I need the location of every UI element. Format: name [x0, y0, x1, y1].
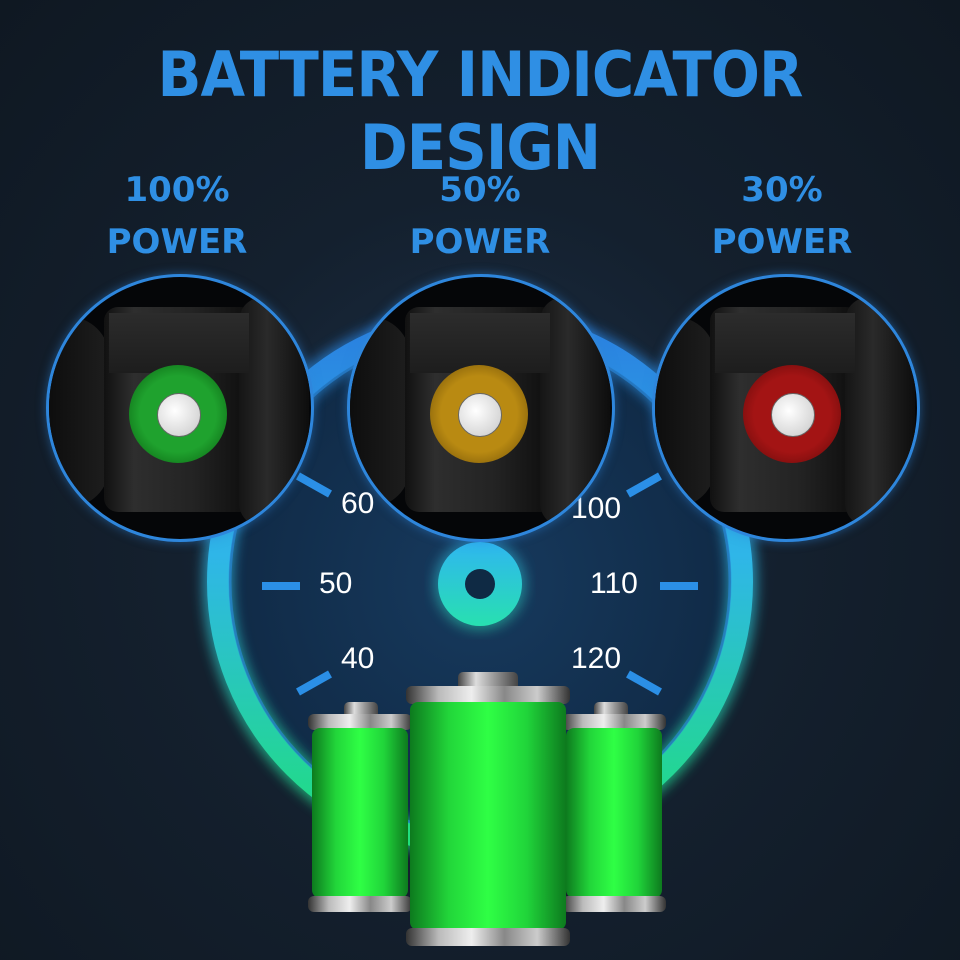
- battery-icon-center: [406, 672, 570, 946]
- tick-label-120: 120: [571, 642, 622, 675]
- indicator-lens-low: [652, 274, 920, 542]
- red-led-icon: [743, 365, 841, 463]
- power-text: POWER: [106, 222, 248, 262]
- indicator-label-half: 50% POWER: [350, 164, 610, 268]
- battery-icon-right: [562, 702, 666, 912]
- tick-label-110: 110: [590, 567, 638, 600]
- indicator-label-low: 30% POWER: [652, 164, 912, 268]
- page-title: BATTERY INDICATOR DESIGN: [157, 38, 804, 184]
- percent-text: 100%: [124, 170, 230, 210]
- green-led-icon: [129, 365, 227, 463]
- tick-label-50: 50: [319, 567, 353, 600]
- percent-text: 30%: [741, 170, 823, 210]
- power-text: POWER: [711, 222, 853, 262]
- amber-led-icon: [430, 365, 528, 463]
- power-text: POWER: [409, 222, 551, 262]
- indicator-label-full: 100% POWER: [47, 164, 307, 268]
- indicator-lens-full: [46, 274, 314, 542]
- percent-text: 50%: [439, 170, 521, 210]
- battery-icon-left: [308, 702, 412, 912]
- indicator-lens-half: [347, 274, 615, 542]
- tick-label-40: 40: [341, 642, 375, 675]
